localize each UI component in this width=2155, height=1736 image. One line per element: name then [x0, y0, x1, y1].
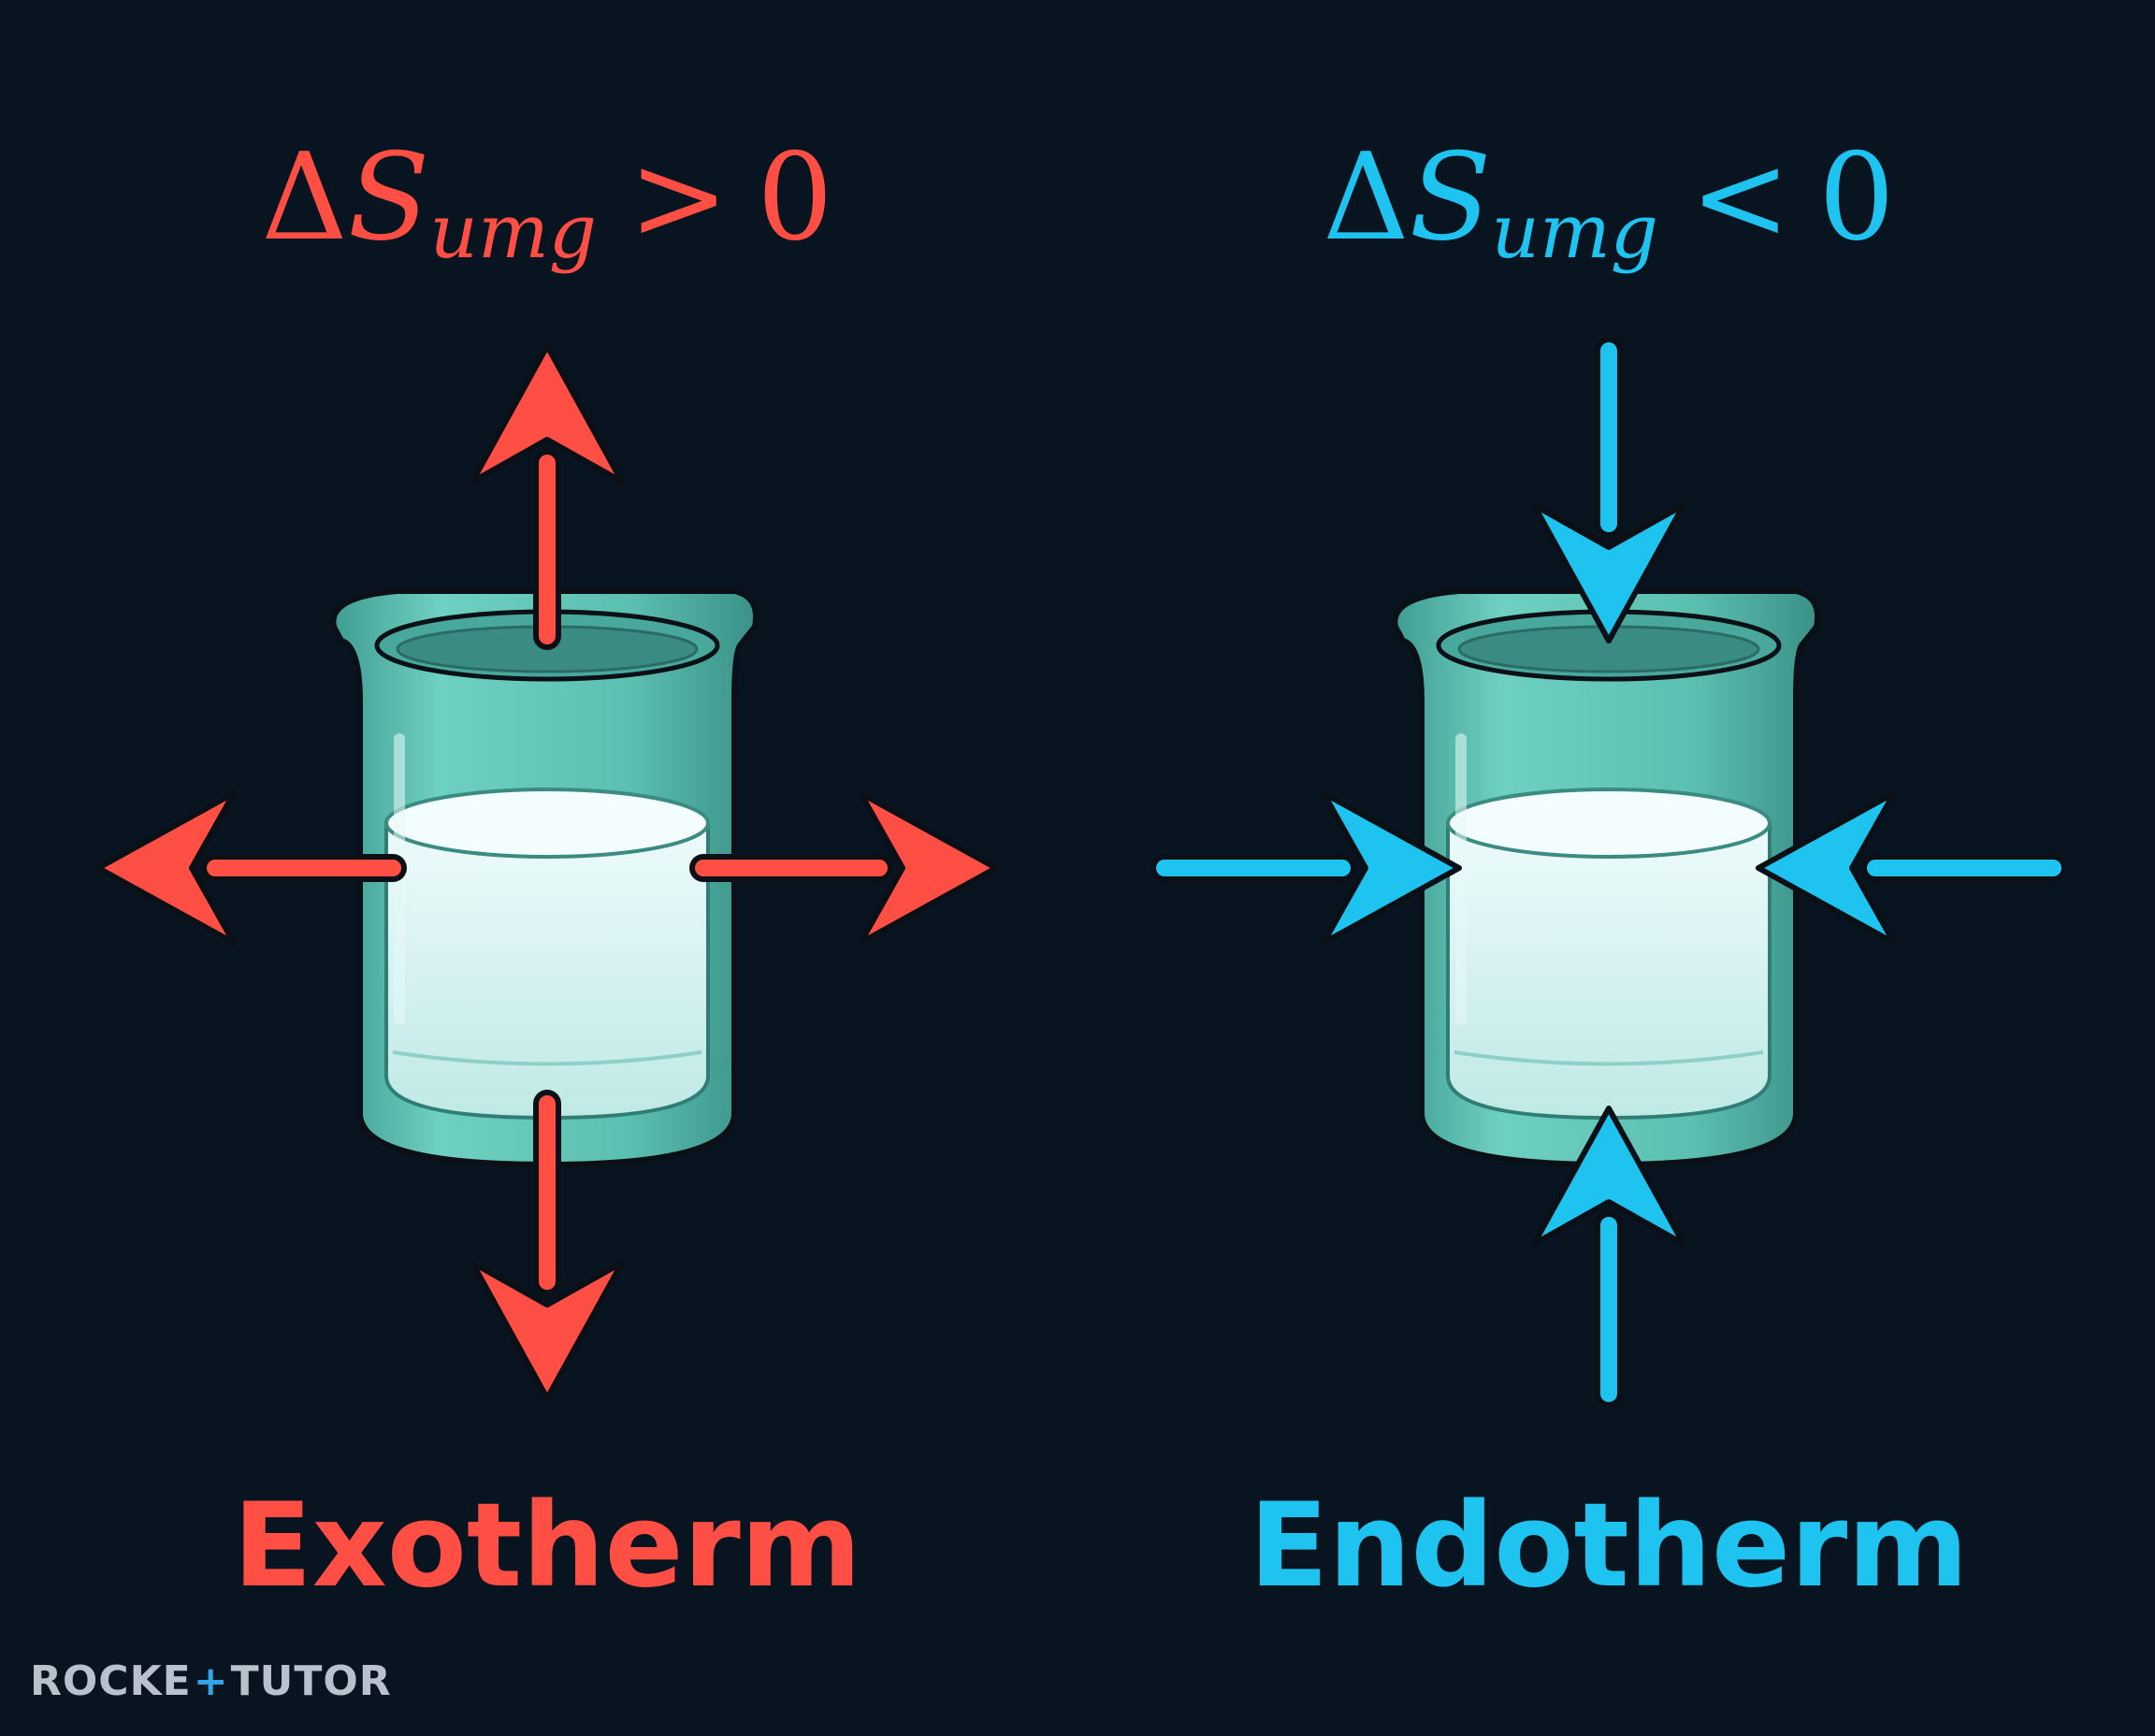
exotherm-panel: ΔSumg >0 Exotherm [95, 128, 999, 1613]
right-subscript: umg [1491, 188, 1658, 275]
logo-text-part1: ROCKE [30, 1657, 192, 1705]
right-variable: S [1410, 128, 1492, 268]
arrow-down-inward [1531, 337, 1686, 644]
arrow-right-inward-head [1321, 790, 1462, 946]
water-bottom-line [392, 1050, 702, 1066]
arrow-down-inward-head [1531, 502, 1686, 644]
arrow-left-inward-head [1756, 790, 1897, 946]
water-surface [384, 788, 710, 859]
arrow-up-outward [470, 343, 625, 650]
beaker-water [384, 821, 710, 1121]
arrow-up-inward-head [1531, 1106, 1686, 1247]
arrow-right-outward-head [858, 790, 999, 946]
arrow-up-outward-head [470, 343, 625, 485]
arrow-up-inward [1531, 1106, 1686, 1408]
right-inward-arrows [1150, 337, 2067, 1408]
right-beaker-icon [1392, 588, 1820, 1168]
left-beaker-icon [330, 588, 759, 1168]
arrow-left-outward-head [95, 790, 237, 946]
left-title: Exotherm [233, 1479, 861, 1613]
logo-text-part2: TUTOR [230, 1657, 392, 1705]
right-value: 0 [1818, 128, 1894, 268]
right-formula: ΔSumg <0 [1323, 128, 1894, 275]
endotherm-panel: ΔSumg <0 Endotherm [1150, 128, 2067, 1613]
left-variable: S [348, 128, 430, 268]
arrow-left-inward [1756, 790, 2067, 946]
right-delta-symbol: Δ [1323, 128, 1409, 268]
arrow-down-outward [470, 1090, 625, 1401]
left-value: 0 [757, 128, 832, 268]
left-outward-arrows [95, 343, 999, 1401]
left-formula: ΔSumg >0 [261, 128, 832, 275]
beaker-water [1446, 821, 1772, 1121]
arrow-down-outward-head [470, 1260, 625, 1401]
logo-plus-icon: + [193, 1657, 229, 1705]
arrow-right-outward [689, 790, 999, 946]
arrow-left-outward [95, 790, 407, 946]
arrow-right-inward [1150, 790, 1462, 946]
right-title: Endotherm [1250, 1479, 1969, 1613]
water-surface [1446, 788, 1772, 859]
left-operator: > [629, 128, 729, 268]
rocketutor-logo: ROCKE+TUTOR [30, 1657, 392, 1705]
water-bottom-line [1454, 1050, 1764, 1066]
left-delta-symbol: Δ [261, 128, 347, 268]
left-subscript: umg [429, 188, 597, 275]
right-operator: < [1690, 128, 1790, 268]
